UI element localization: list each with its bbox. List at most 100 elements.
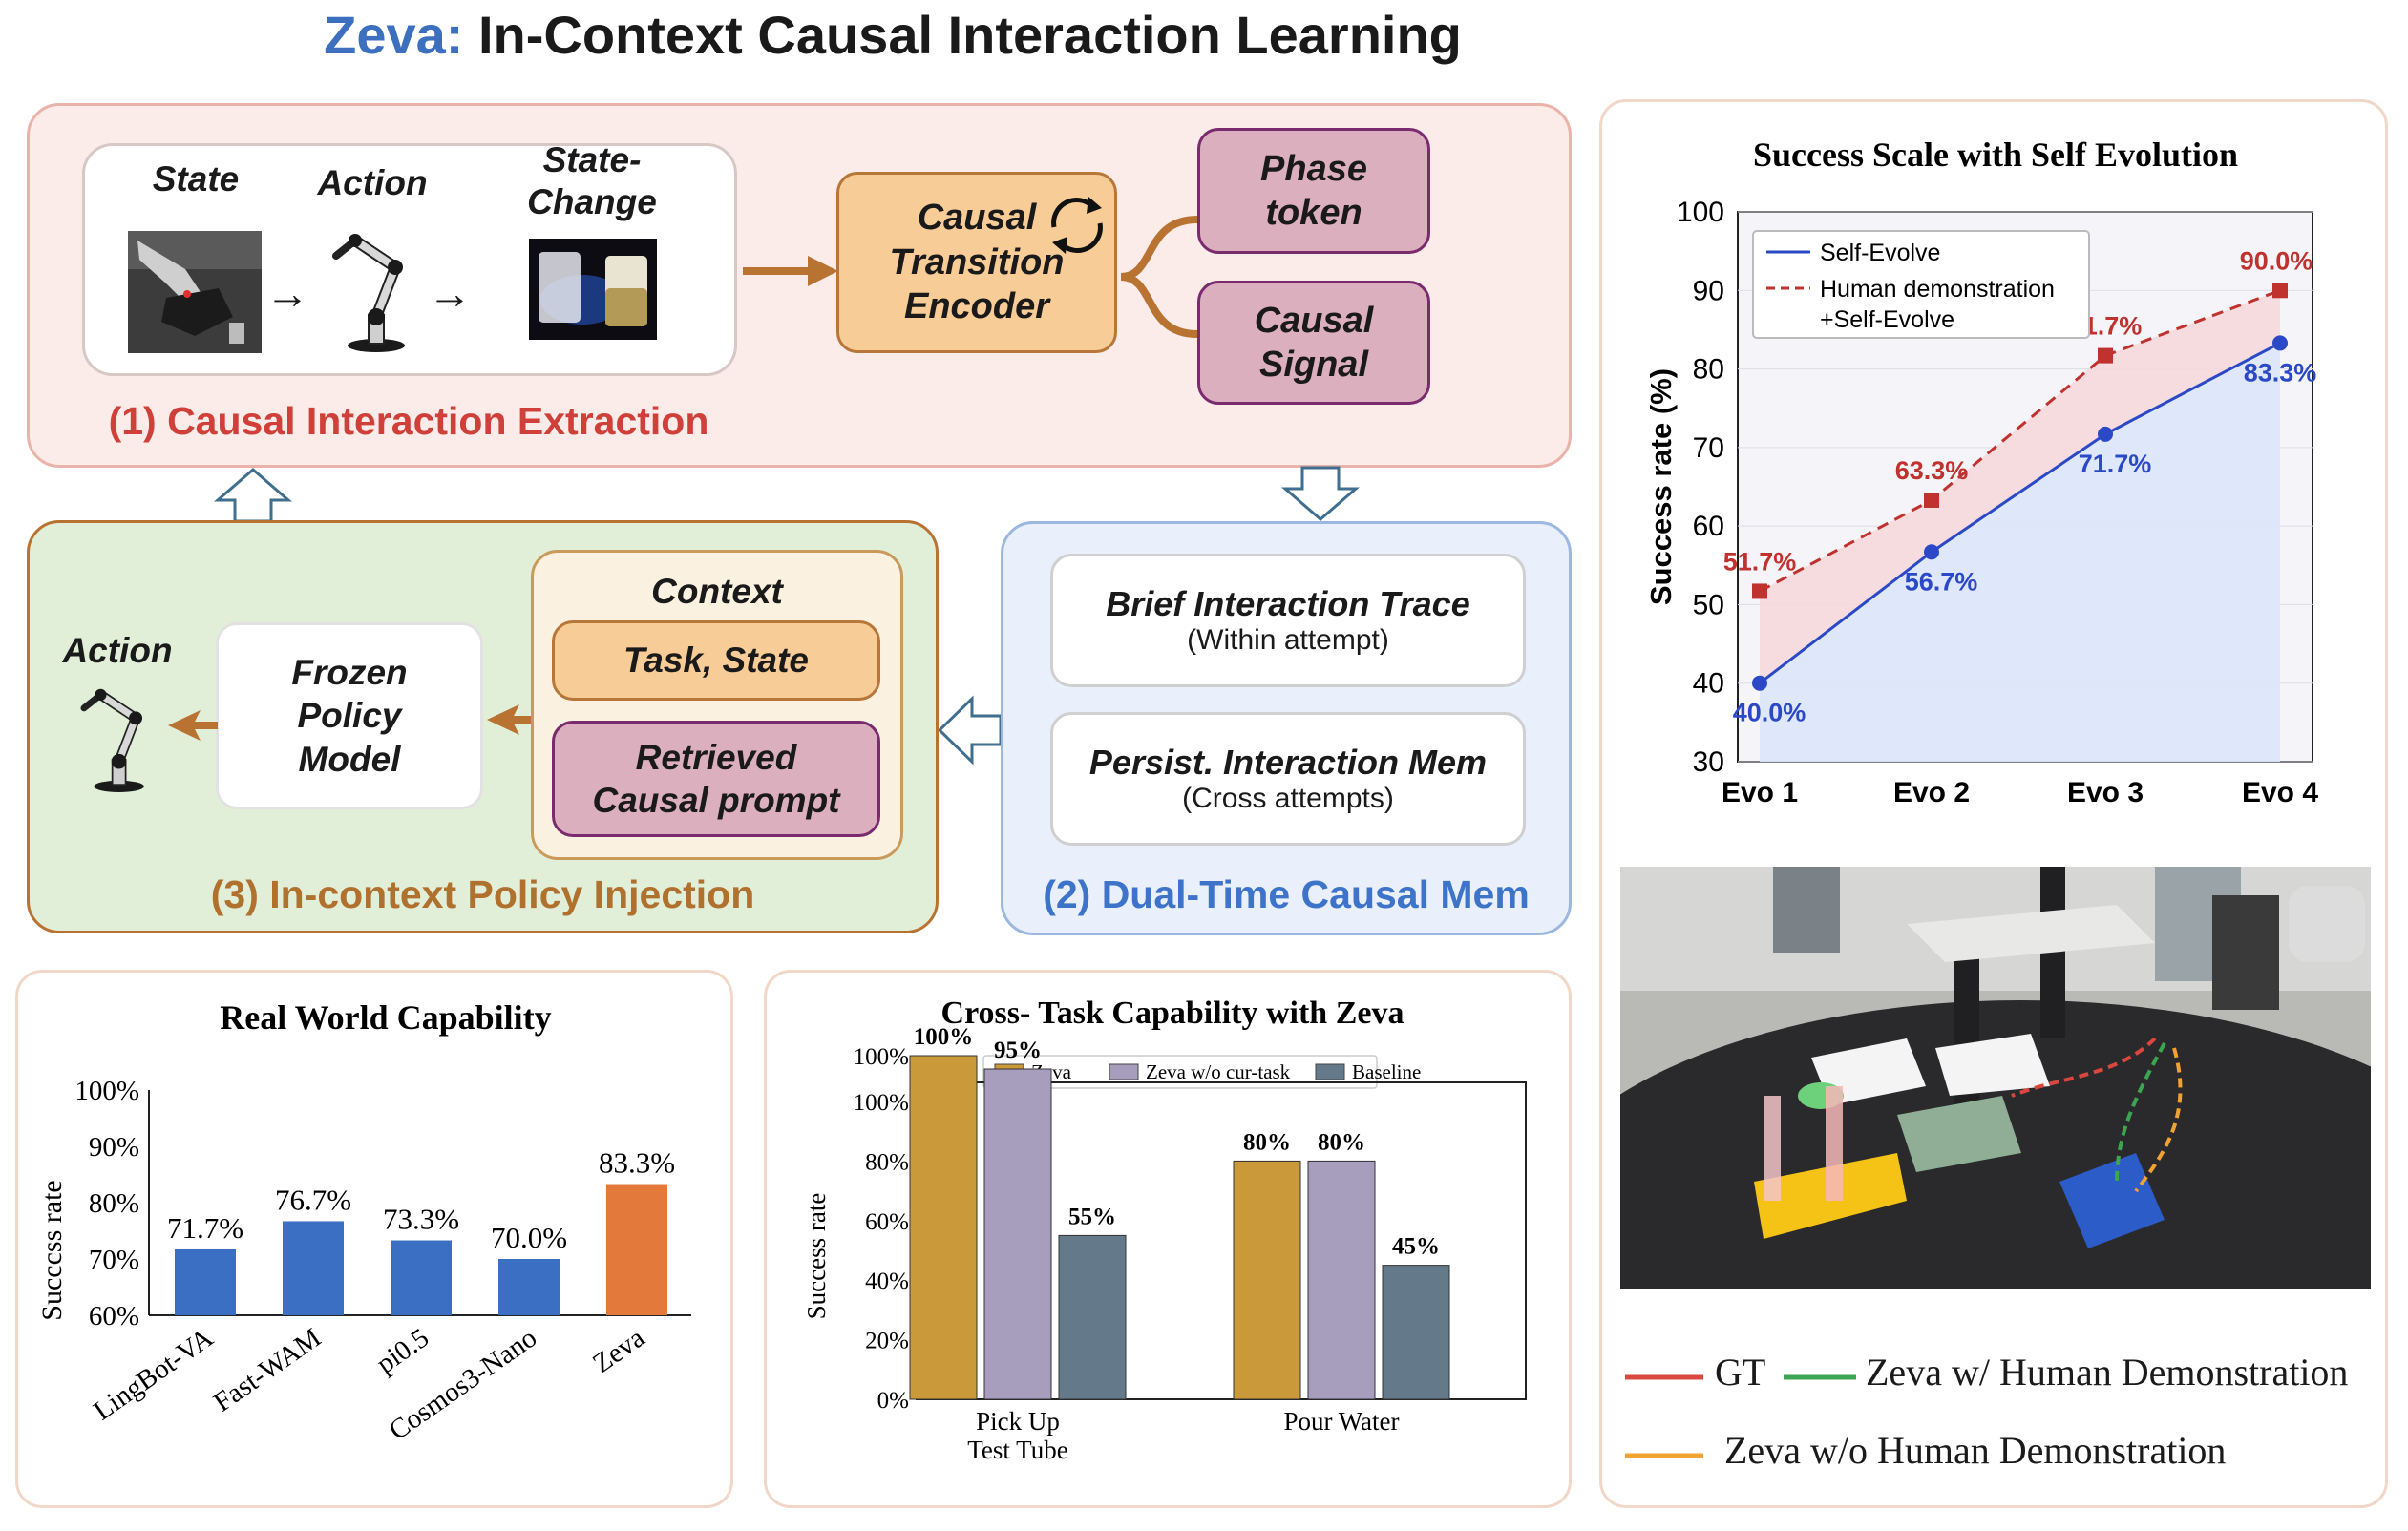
line-chart-legend: Self-Evolve Human demonstration+Self-Evo… [1752,230,2090,339]
brief-interaction-trace-box: Brief Interaction Trace (Within attempt) [1050,554,1526,687]
x-tick-label: Evo 3 [2067,777,2144,808]
y-tick-label: 40 [1693,668,1724,700]
self-evolution-line-chart: Success Scale with Self Evolution 30 40 50… [1644,136,2318,808]
data-label: 73.3% [383,1203,459,1236]
data-point [1752,675,1767,691]
y-tick-label: 40% [865,1269,909,1294]
brown-arrow [743,256,838,286]
y-tick-label: 80% [865,1149,909,1175]
x-tick-label: Pour Water [1283,1407,1399,1436]
task-state-box: Task, State [552,620,880,701]
data-label: 63.3% [1895,456,1969,485]
bar [909,1055,978,1400]
cross-task-bar-chart: Cross- Task Capability with Zeva ZevaZev… [802,996,1527,1464]
legend-without-demo: Zeva w/o Human Demonstration [1724,1429,2227,1472]
injection-title: (3) In-context Policy Injection [210,872,755,916]
trajectory-legend: GT Zeva w/ Human Demonstration [1623,1350,2377,1407]
y-tick-label: 90% [89,1132,139,1163]
x-tick-label: Pick Up [976,1407,1060,1436]
data-point [1924,544,1939,560]
y-tick-label: 90 [1693,275,1724,306]
context-label: Context [651,572,783,611]
data-point [2272,283,2288,299]
data-label: 55% [1068,1204,1116,1229]
bar1-ylabel: Succcss rate [36,1180,68,1320]
y-tick-label: 60% [89,1301,139,1332]
causal-signal-box: Causal Signal [1197,281,1430,405]
y-tick-label: 0% [877,1388,909,1414]
data-label: 83.3% [599,1146,675,1180]
branch-bracket [1120,216,1198,338]
state-label: State [152,159,240,199]
retrieved-causal-prompt-box: Retrieved Causal prompt [552,721,880,837]
y-tick-label: 70% [89,1245,139,1275]
frozen-policy-model: Frozen Policy Model [216,622,483,809]
data-point [1924,492,1939,508]
y-tick-label: 20% [865,1329,909,1354]
state-photo [128,231,262,353]
x-tick-label: Evo 4 [2242,777,2318,808]
data-label: 95% [994,1038,1042,1063]
persist-mem-title: Persist. Interaction Mem [1088,743,1488,782]
data-point [1752,583,1767,599]
data-label: 71.7% [167,1211,243,1245]
x-tick-label: Zeva [587,1322,650,1379]
line-chart-ylabel: Success rate (%) [1644,368,1678,605]
legend-human-demo: Human demonstration+Self-Evolve [1820,276,2055,333]
robot-arm-icon [80,688,144,792]
data-point [2272,335,2288,351]
data-point [2098,347,2113,364]
brief-trace-title: Brief Interaction Trace [1106,584,1470,623]
brown-arrow-left [487,704,531,735]
bar [983,1068,1052,1400]
causal-transition-encoder: Causal Transition Encoder [836,172,1117,353]
x-tick-label: Fast-WAM [208,1323,327,1418]
y-tick-label: 50 [1693,589,1724,620]
y-tick-label: 60% [865,1209,909,1235]
x-tick-label: LingBot-VA [88,1322,219,1426]
data-label: 51.7% [1723,547,1797,576]
data-label: 45% [1392,1234,1440,1260]
bar [498,1259,560,1315]
area-fill-self-evolve [1760,343,2280,762]
legend-box [982,1055,1378,1089]
legend-with-demo: Zeva w/ Human Demonstration [1866,1351,2349,1394]
y-tick-label: 100 [1677,197,1724,228]
line-chart-title: Success Scale with Self Evolution [1753,136,2238,174]
y-tick-label: 60 [1693,511,1724,542]
x-tick-label: pi0.5 [370,1323,434,1380]
y-tick-label: 100% [74,1076,139,1106]
x-tick-label: Evo 1 [1722,777,1798,808]
phase-token-box: Phase token [1197,128,1430,254]
arrow-icon: → [265,268,309,318]
action-label: Action [317,163,428,202]
trajectory-legend-2: Zeva w/o Human Demonstration [1623,1428,2377,1485]
bar1-title: Real World Capability [220,998,551,1037]
data-label: 90.0% [2240,246,2313,275]
data-label: 71.7% [2079,450,2152,478]
data-point [2098,426,2113,442]
legend-swatch [1315,1063,1345,1080]
brief-trace-subtitle: (Within attempt) [1187,624,1389,656]
y-tick-label: 100% [854,1044,909,1070]
y-tick-label: 80% [89,1188,139,1219]
real-world-bar-chart: Real World Capability 60% 70% 80% 90% 100% 7… [36,998,691,1446]
legend-label: Zeva w/o cur-task [1146,1060,1291,1083]
data-label: 80% [1318,1129,1365,1155]
extraction-title: (1) Causal Interaction Extraction [108,399,709,443]
y-tick-label: 30 [1693,746,1724,778]
bar [283,1221,344,1315]
data-label: 100% [914,1024,974,1050]
state-change-label: State- Change [527,140,657,222]
persist-mem-subtitle: (Cross attempts) [1182,783,1394,814]
y-tick-label: 80 [1693,354,1724,386]
legend-self-evolve: Self-Evolve [1820,240,1940,266]
bar [1233,1160,1301,1400]
data-label: 70.0% [491,1221,567,1254]
page-title: Zeva: In-Context Causal Interaction Lear… [324,5,1462,65]
state-change-photo [529,239,657,340]
persist-interaction-mem-box: Persist. Interaction Mem (Cross attempts… [1050,712,1526,846]
bar [606,1184,667,1315]
cycle-icon [1051,197,1103,254]
arrow-icon: → [428,268,472,318]
